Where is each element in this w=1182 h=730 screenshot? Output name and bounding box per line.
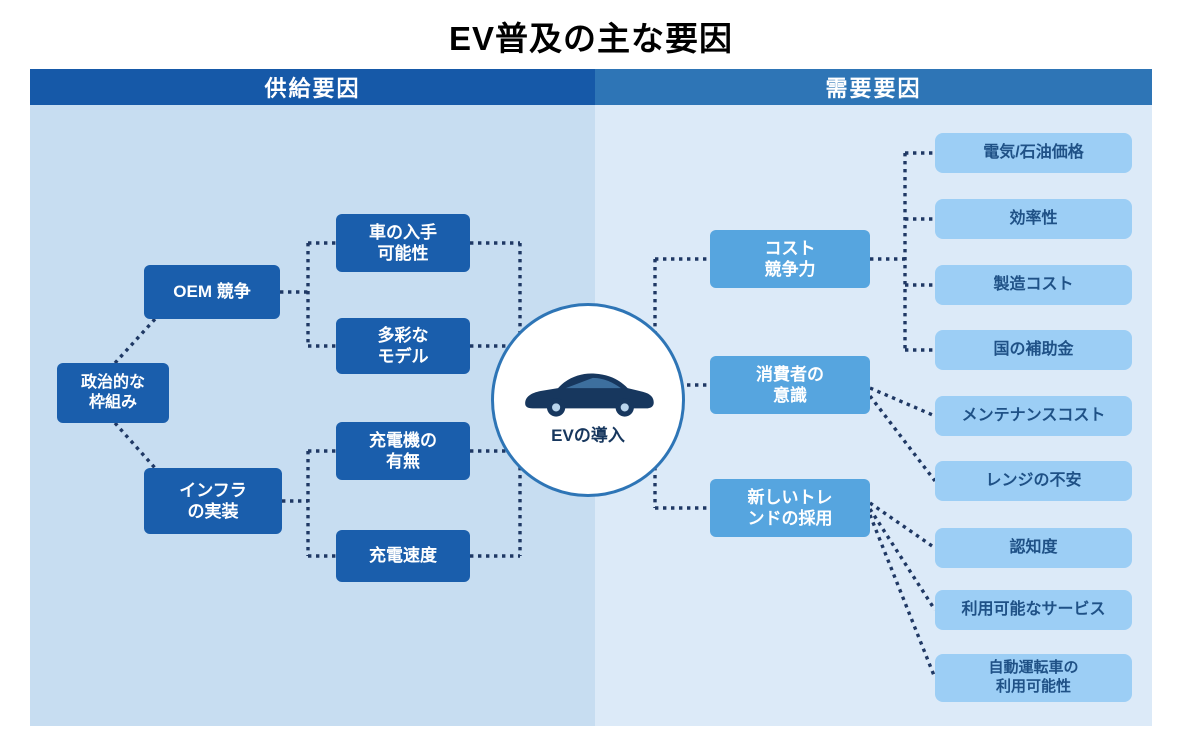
- car-icon: [525, 372, 654, 417]
- supply-section-header: 供給要因: [30, 69, 595, 105]
- connector-oem-elbow: [280, 241, 336, 348]
- node-political-framework: 政治的な 枠組み: [57, 363, 169, 423]
- hub-label: EVの導入: [551, 425, 625, 445]
- page-title: EV普及の主な要因: [448, 20, 734, 57]
- node-maintenance-cost: メンテナンスコスト: [935, 396, 1132, 436]
- node-autonomous-car-availability: 自動運転車の 利用可能性: [935, 654, 1132, 702]
- connector-infra-elbow: [282, 449, 336, 558]
- node-infrastructure: インフラ の実装: [144, 468, 282, 534]
- node-new-trend-adoption: 新しいトレ ンドの採用: [710, 479, 870, 537]
- node-efficiency: 効率性: [935, 199, 1132, 239]
- connector-trend-fan: [868, 501, 937, 679]
- connector-consumer-fan: [868, 386, 937, 483]
- node-available-services: 利用可能なサービス: [935, 590, 1132, 630]
- node-diverse-models: 多彩な モデル: [336, 318, 470, 374]
- ev-adoption-hub: EVの導入: [491, 303, 685, 497]
- node-charger-availability: 充電機の 有無: [336, 422, 470, 480]
- node-electricity-oil-price: 電気/石油価格: [935, 133, 1132, 173]
- node-national-subsidy: 国の補助金: [935, 330, 1132, 370]
- demand-section-header: 需要要因: [595, 69, 1152, 105]
- connector-supplytop-to-hub: [470, 241, 522, 348]
- node-cost-competitiveness: コスト 競争力: [710, 230, 870, 288]
- node-consumer-awareness: 消費者の 意識: [710, 356, 870, 414]
- connector-political-to-infra: [113, 421, 157, 470]
- node-charging-speed: 充電速度: [336, 530, 470, 582]
- node-manufacturing-cost: 製造コスト: [935, 265, 1132, 305]
- node-car-availability: 車の入手 可能性: [336, 214, 470, 272]
- connector-political-to-oem: [113, 317, 157, 365]
- node-oem-competition: OEM 競争: [144, 265, 280, 319]
- connector-cost-elbow: [870, 151, 935, 352]
- connector-supplybottom-to-hub: [470, 449, 522, 558]
- node-range-anxiety: レンジの不安: [935, 461, 1132, 501]
- node-awareness: 認知度: [935, 528, 1132, 568]
